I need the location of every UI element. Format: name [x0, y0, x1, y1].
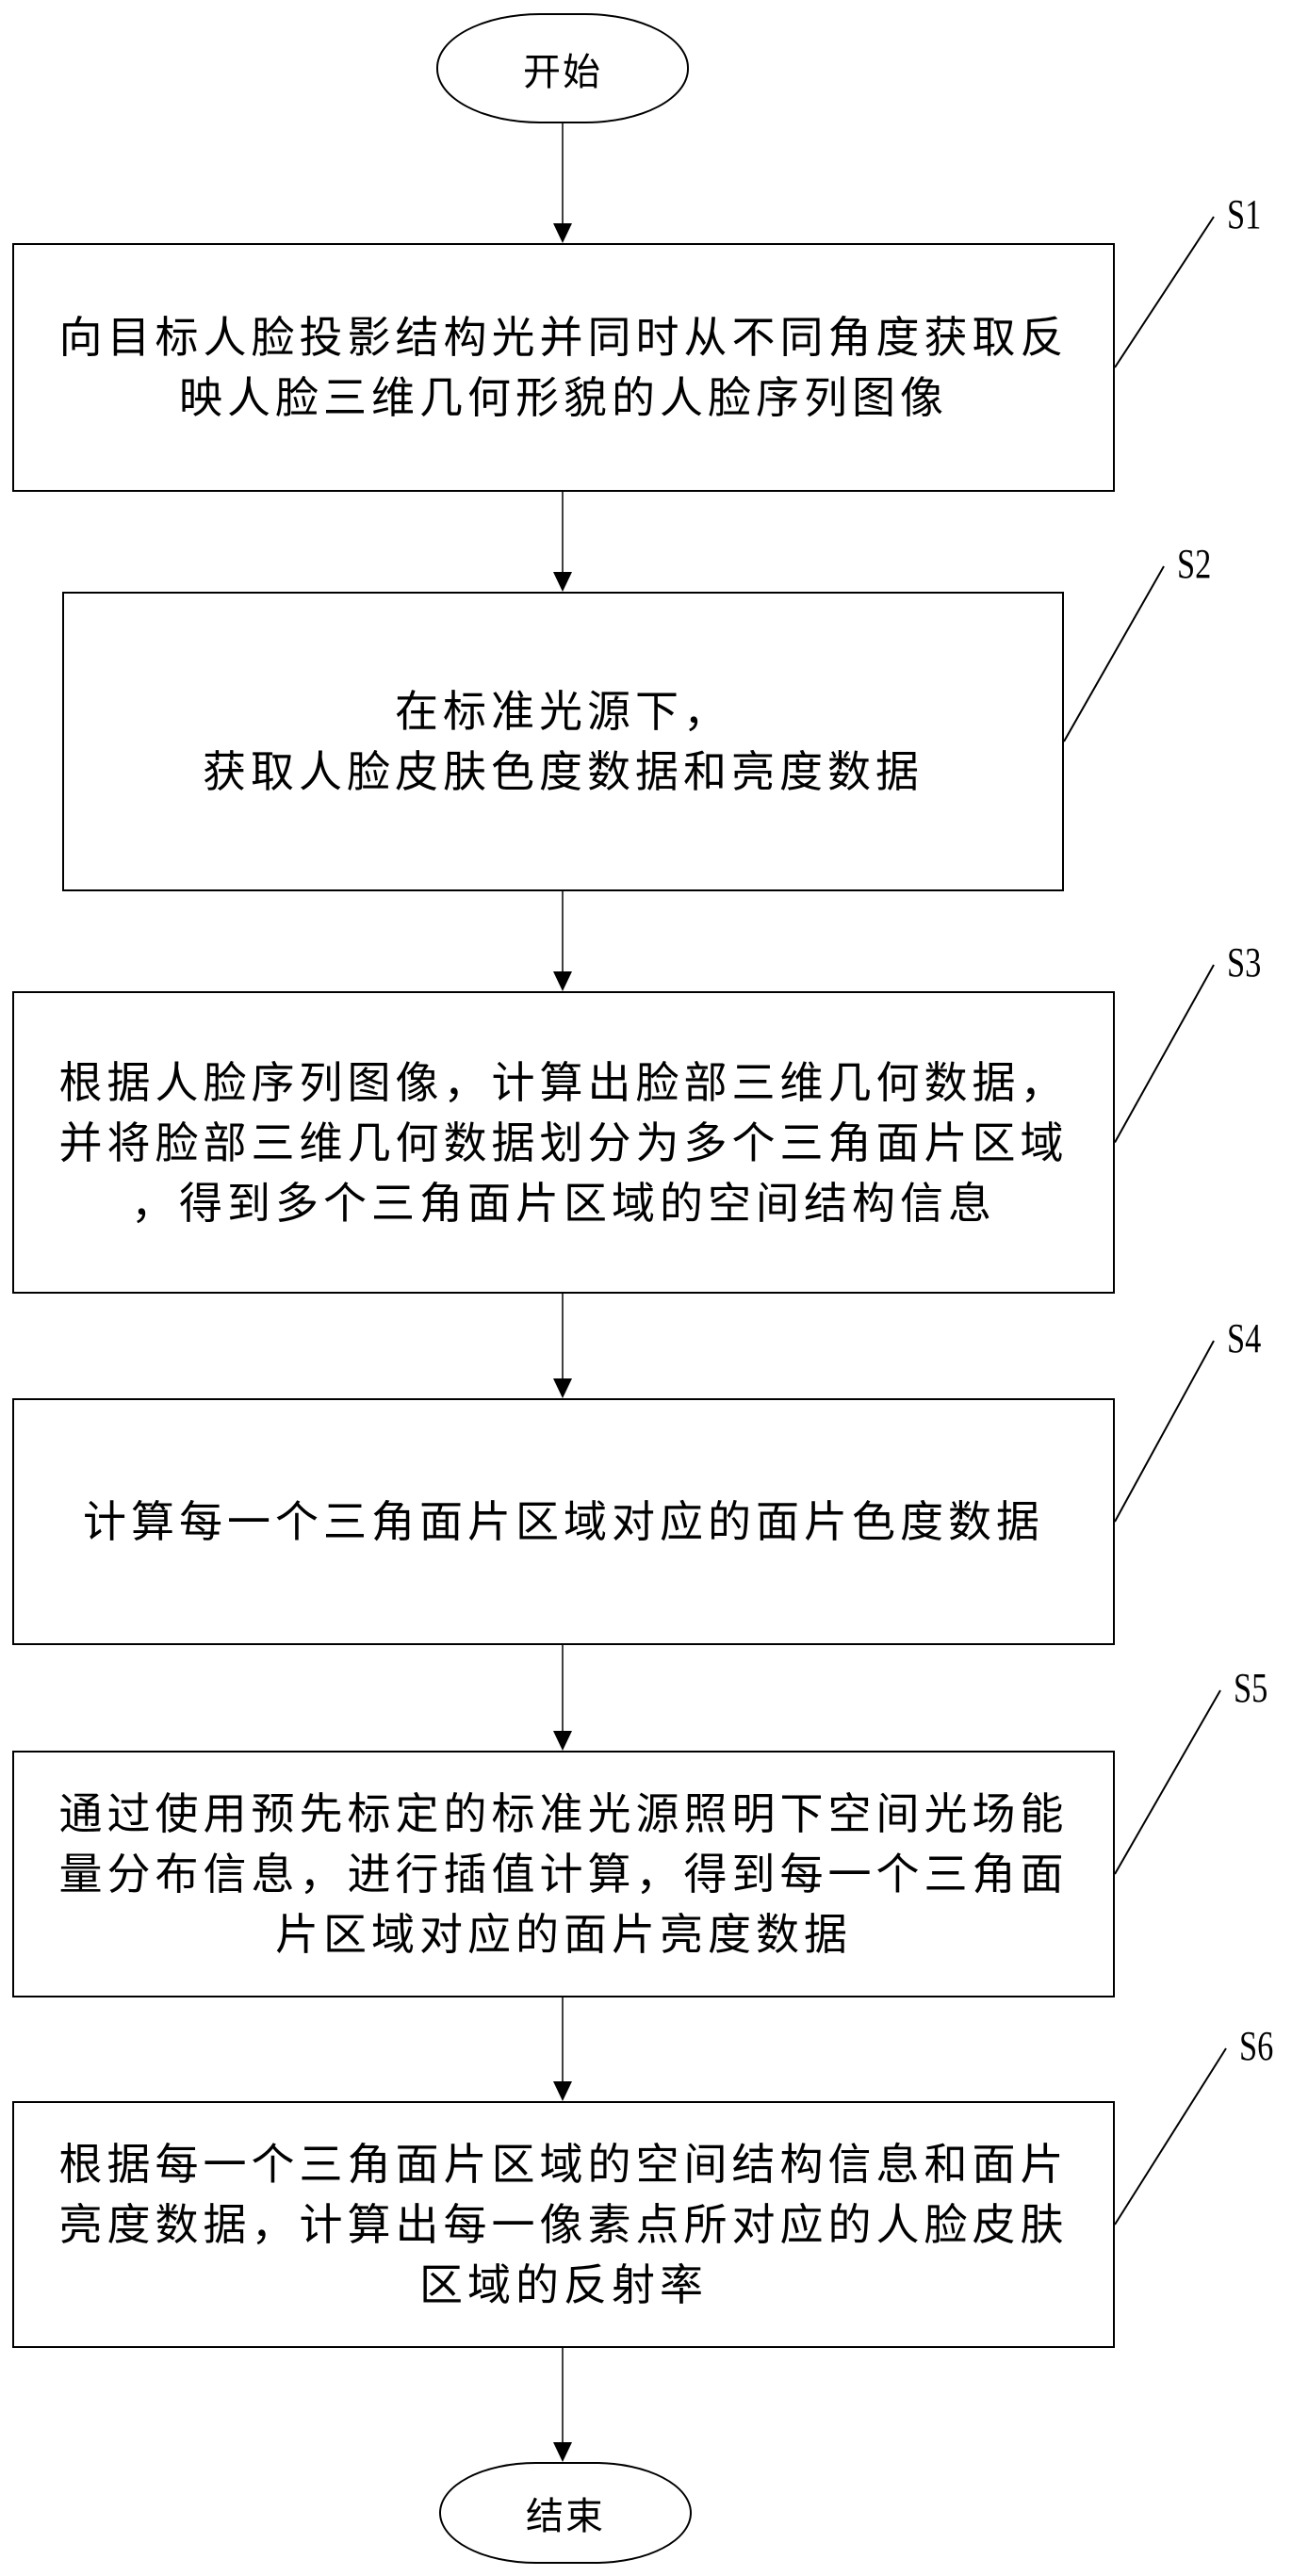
leader-line-s6 [1114, 2047, 1227, 2225]
step-text-s1: 向目标人脸投影结构光并同时从不同角度获取反 映人脸三维几何形貌的人脸序列图像 [58, 312, 1069, 423]
step-box-s5: 通过使用预先标定的标准光源照明下空间光场能 量分布信息，进行插值计算，得到每一个… [12, 1751, 1115, 1997]
step-box-s4: 计算每一个三角面片区域对应的面片色度数据 [12, 1398, 1115, 1645]
arrowhead-icon [553, 971, 572, 991]
end-terminal: 结束 [439, 2462, 692, 2564]
step-box-s1: 向目标人脸投影结构光并同时从不同角度获取反 映人脸三维几何形貌的人脸序列图像 [12, 243, 1115, 492]
step-text-s3: 根据人脸序列图像，计算出脸部三维几何数据， 并将脸部三维几何数据划分为多个三角面… [58, 1056, 1069, 1229]
step-text-s4: 计算每一个三角面片区域对应的面片色度数据 [83, 1496, 1044, 1547]
arrow-s2-to-s3 [553, 891, 572, 991]
start-terminal: 开始 [436, 13, 689, 123]
step-label-s5: S5 [1234, 1665, 1268, 1711]
arrowhead-icon [553, 2081, 572, 2101]
leader-line-s2 [1063, 565, 1165, 742]
start-label: 开始 [523, 50, 602, 94]
arrowhead-icon [553, 1731, 572, 1751]
leader-line-s1 [1114, 216, 1215, 368]
step-label-s3: S3 [1227, 939, 1262, 986]
arrow-s4-to-s5 [553, 1645, 572, 1751]
step-label-s4: S4 [1227, 1315, 1262, 1361]
step-label-s1: S1 [1227, 191, 1262, 237]
arrowhead-icon [553, 572, 572, 592]
leader-line-s3 [1114, 964, 1215, 1143]
arrow-s1-to-s2 [553, 492, 572, 592]
arrowhead-icon [553, 1378, 572, 1398]
leader-line-s5 [1114, 1689, 1221, 1875]
step-text-s2: 在标准光源下， 获取人脸皮肤色度数据和亮度数据 [203, 686, 924, 797]
end-label: 结束 [526, 2495, 605, 2538]
step-text-s5: 通过使用预先标定的标准光源照明下空间光场能 量分布信息，进行插值计算，得到每一个… [58, 1788, 1069, 1960]
arrow-s5-to-s6 [553, 1997, 572, 2101]
arrow-s3-to-s4 [553, 1294, 572, 1398]
step-box-s3: 根据人脸序列图像，计算出脸部三维几何数据， 并将脸部三维几何数据划分为多个三角面… [12, 991, 1115, 1294]
arrow-s6-to-end [553, 2348, 572, 2462]
step-box-s6: 根据每一个三角面片区域的空间结构信息和面片 亮度数据，计算出每一像素点所对应的人… [12, 2101, 1115, 2348]
arrow-start-to-s1 [553, 123, 572, 243]
step-label-s2: S2 [1177, 541, 1212, 587]
step-label-s6: S6 [1239, 2023, 1274, 2069]
step-text-s6: 根据每一个三角面片区域的空间结构信息和面片 亮度数据，计算出每一像素点所对应的人… [58, 2139, 1069, 2310]
arrowhead-icon [553, 223, 572, 243]
arrowhead-icon [553, 2442, 572, 2462]
leader-line-s4 [1114, 1340, 1215, 1523]
step-box-s2: 在标准光源下， 获取人脸皮肤色度数据和亮度数据 [62, 592, 1064, 891]
